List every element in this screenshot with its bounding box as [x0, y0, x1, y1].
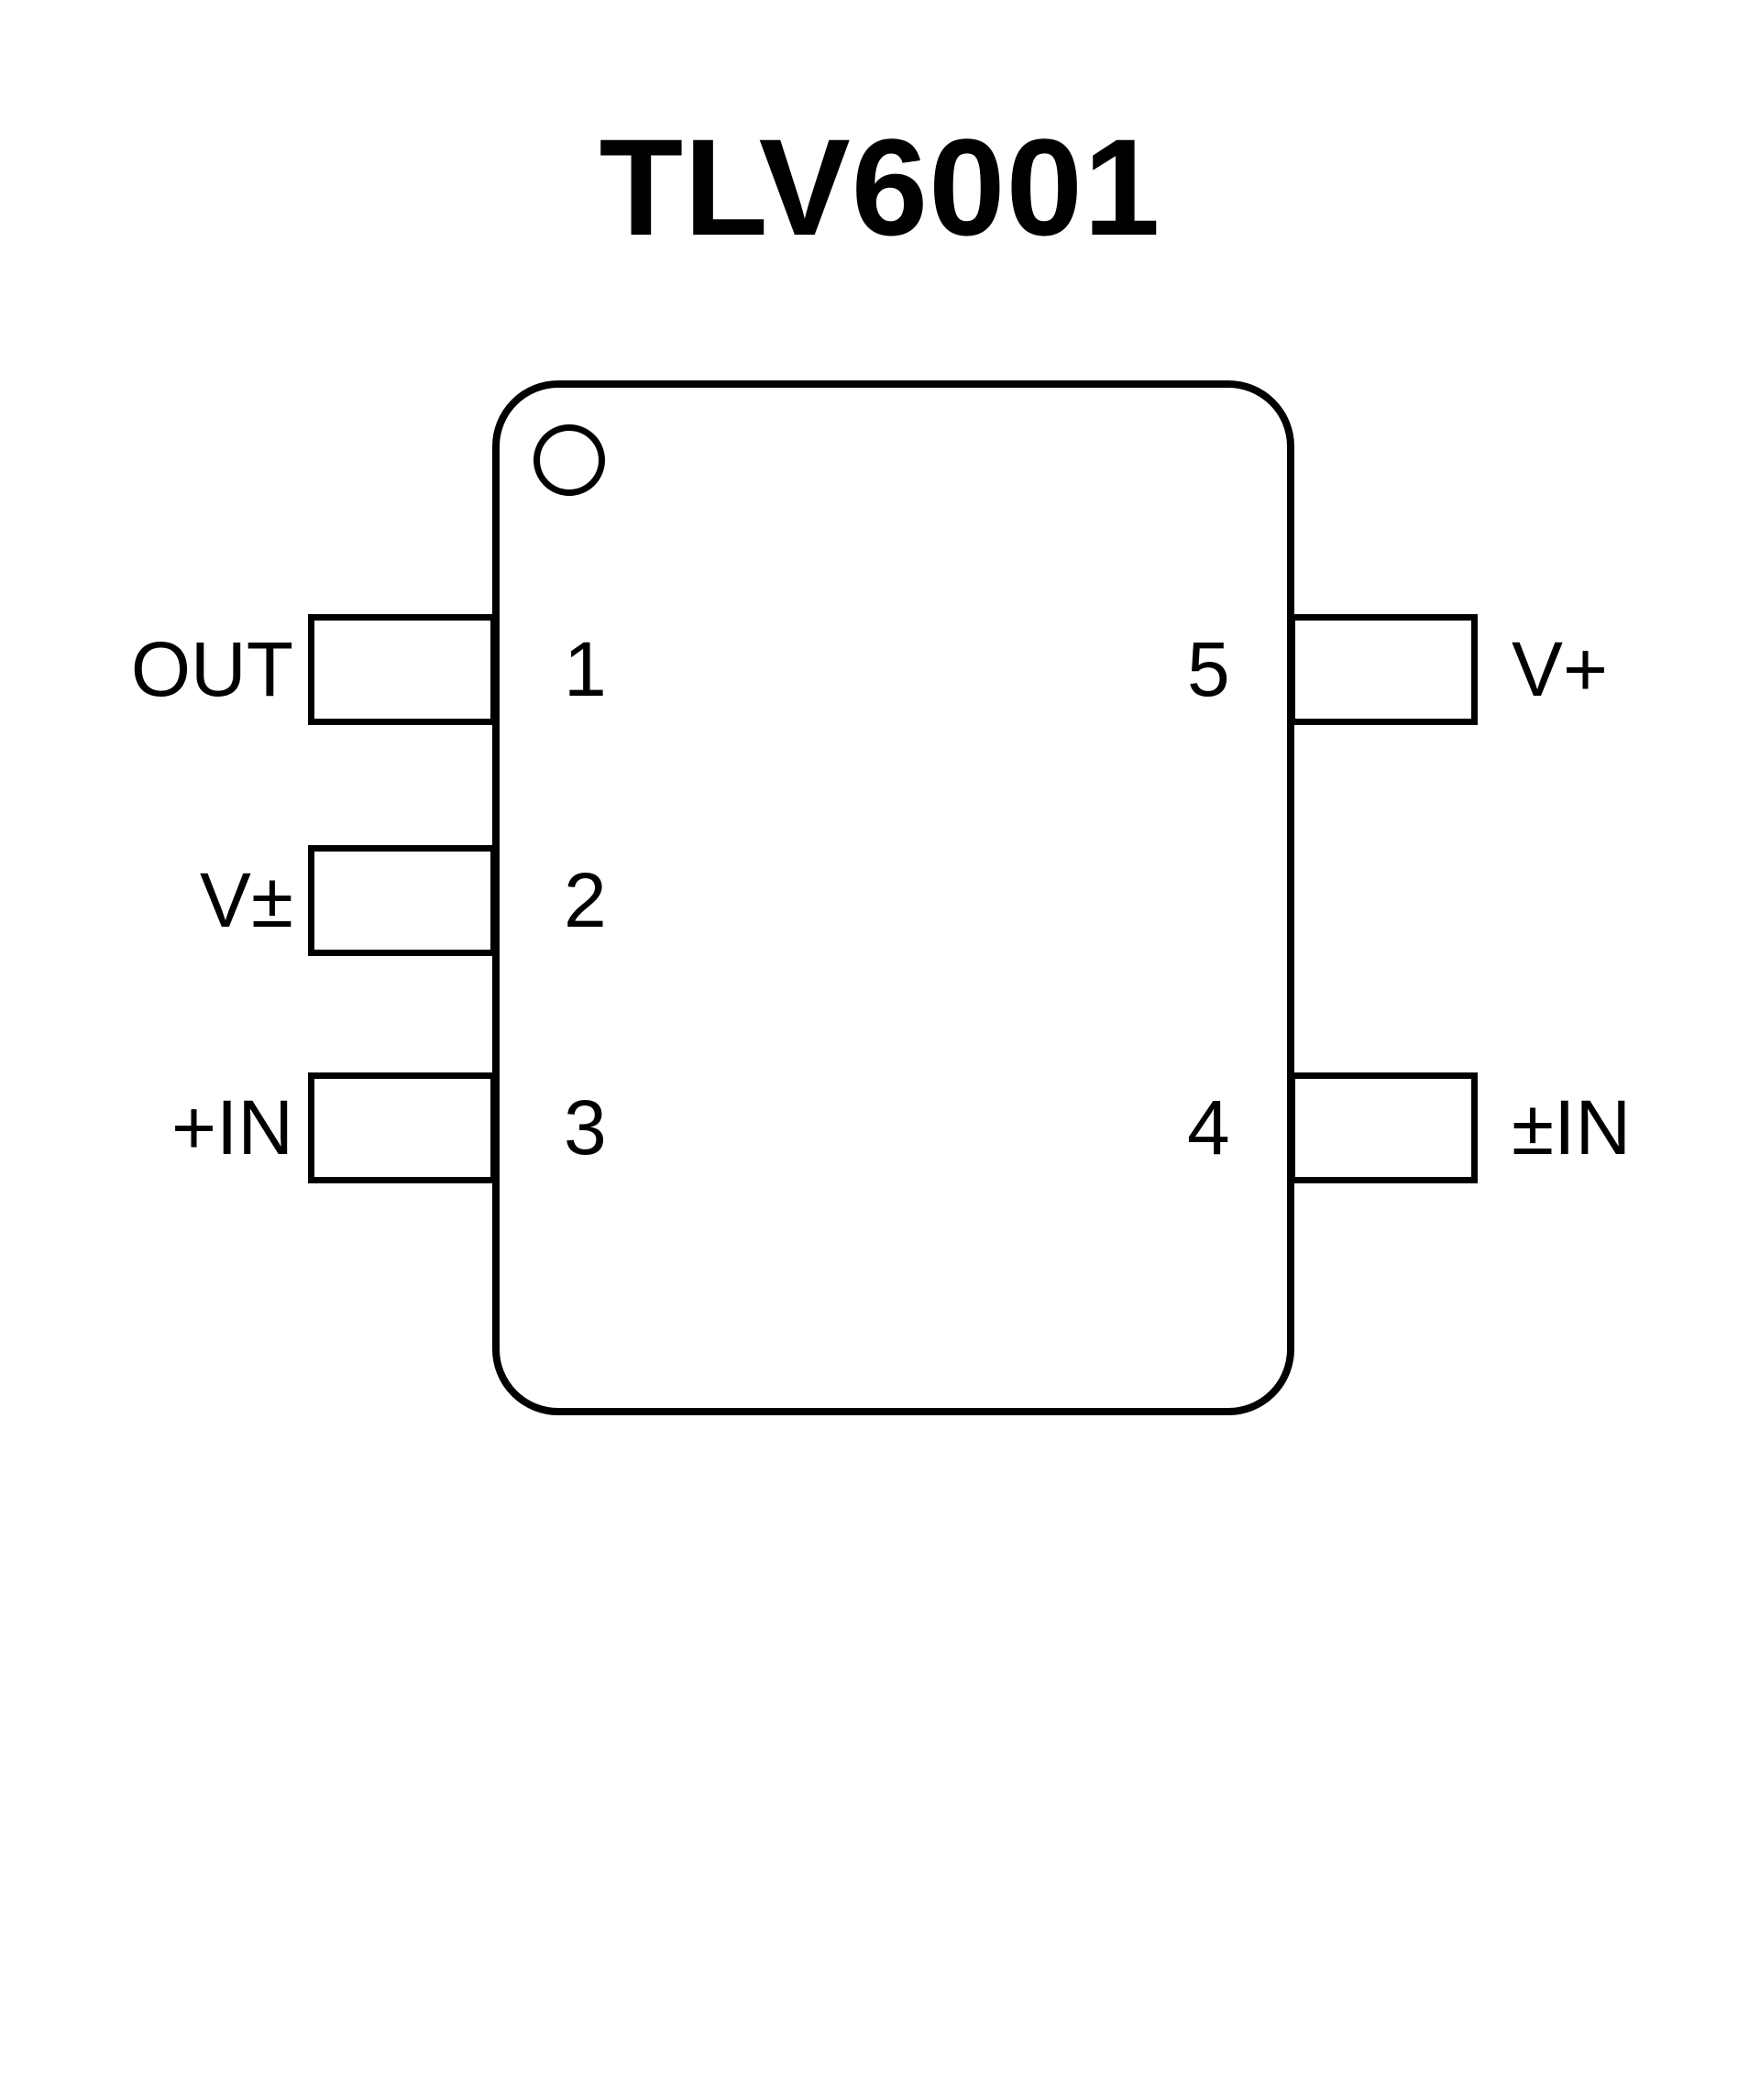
pin-number-1: 1	[564, 626, 607, 712]
pin-number-3: 3	[564, 1084, 607, 1171]
ic-body	[492, 380, 1294, 1415]
pin-label-vminus: V±	[199, 857, 293, 943]
pin-number-4: 4	[1187, 1084, 1230, 1171]
pin-label-plus-in: +IN	[170, 1084, 293, 1171]
pin-pad-5	[1289, 614, 1478, 725]
pin-pad-1	[308, 614, 497, 725]
pin-number-5: 5	[1187, 626, 1230, 712]
pin-label-vplus: V+	[1512, 626, 1609, 712]
pin1-indicator-icon	[534, 424, 605, 496]
pin-number-2: 2	[564, 857, 607, 943]
pin-pad-4	[1289, 1072, 1478, 1183]
pin-label-out: OUT	[130, 626, 293, 712]
page-title: TLV6001	[599, 110, 1161, 264]
pin-pad-2	[308, 845, 497, 956]
pin-pad-3	[308, 1072, 497, 1183]
pin-label-minus-in: ±IN	[1512, 1084, 1632, 1171]
